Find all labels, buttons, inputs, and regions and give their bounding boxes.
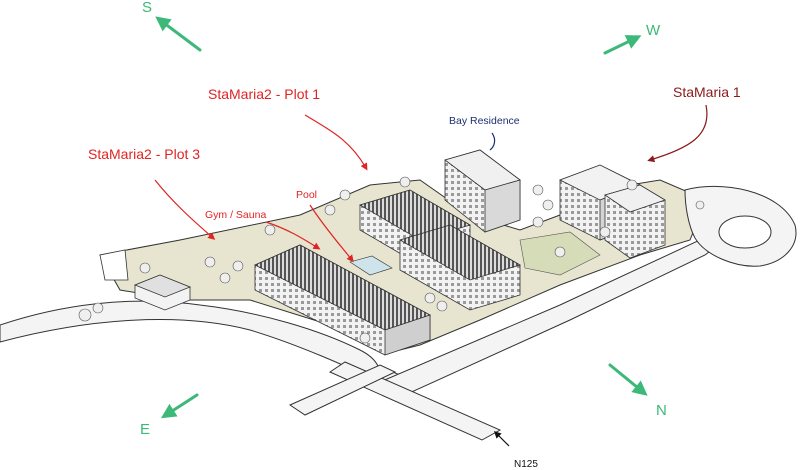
bay-residence-label: Bay Residence [449,115,520,127]
compass-east-label: E [140,421,150,438]
compass-arrows [155,16,648,419]
compass-north-label: N [656,402,667,419]
arrow-icon [493,430,510,447]
arrow-icon [608,363,648,396]
plot1-buildings [359,189,522,311]
compass-west-label: W [646,22,661,39]
plot1-label: StaMaria2 - Plot 1 [208,86,320,102]
west-building [99,249,192,311]
road-network [0,185,797,441]
stamaria1-label: StaMaria 1 [673,84,741,100]
road-n125-label: N125 [514,459,538,470]
arrow-icon [154,179,216,240]
bay-residence-building [444,149,521,233]
gym-sauna-label: Gym / Sauna [205,209,266,221]
pool [349,255,393,276]
arrow-icon [265,221,321,250]
arrow-icon [309,204,354,263]
label-pointers [154,104,708,447]
pool-label: Pool [296,189,317,201]
compass-labels: S W N E [140,0,667,438]
arrow-icon [603,35,642,55]
arrow-icon [647,104,708,163]
plot3-label: StaMaria2 - Plot 3 [88,146,200,162]
arrow-icon [160,393,199,419]
tree-icon [78,176,705,344]
area-labels: StaMaria2 - Plot 1 StaMaria2 - Plot 3 St… [88,84,741,470]
plot3-buildings [254,244,432,356]
arrow-icon [489,132,496,151]
compass-south-label: S [142,0,152,16]
arrow-icon [304,114,368,171]
arrow-icon [155,16,202,52]
